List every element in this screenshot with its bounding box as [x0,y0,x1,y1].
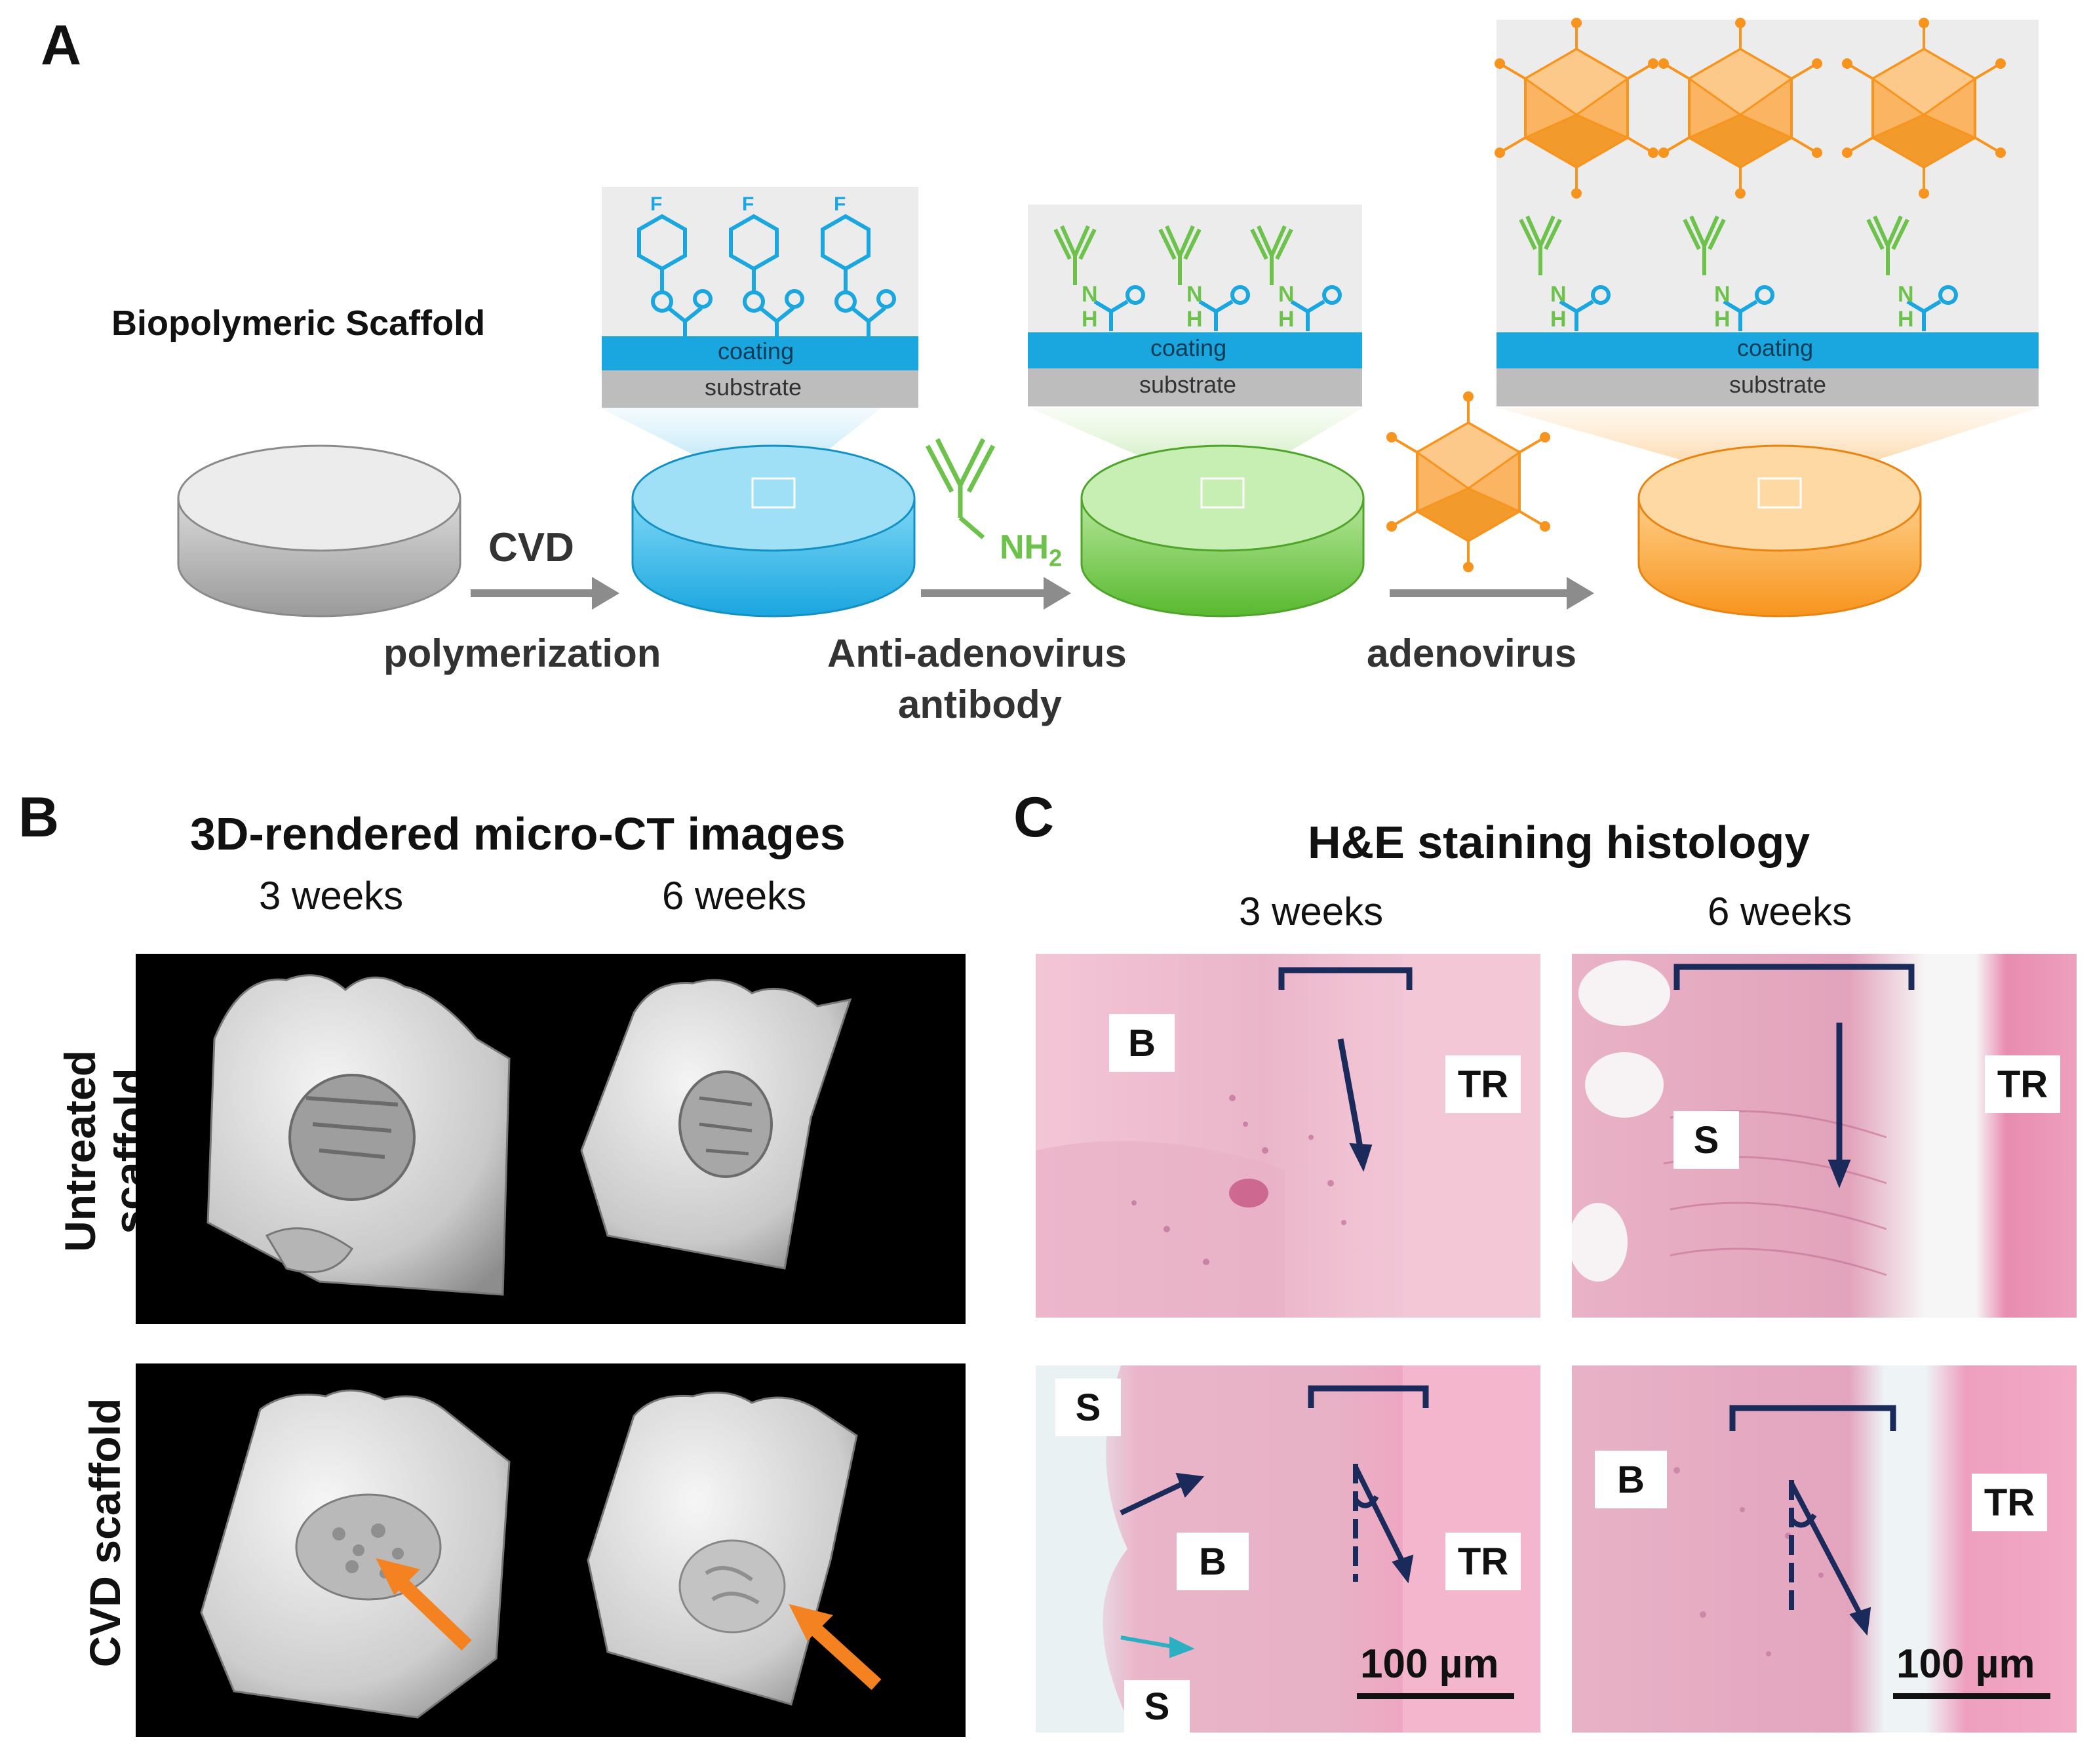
bracket-3wk-top [1278,967,1413,990]
label-s-3wk-bottom-top: S [1055,1379,1121,1436]
histology-image-3wk-bottom: S B TR S 100 µm [1036,1365,1540,1733]
bracket-6wk-top [1673,964,1915,990]
arrow-step1 [471,577,619,610]
panel-b-col1: 3 weeks [259,874,404,918]
scaffold-title: Biopolymeric Scaffold [111,304,486,343]
step2-antibody-label-line1: Anti-adenovirus [827,631,1127,675]
antibody-molecules-box3 [1519,215,1909,275]
coating-label-1: coating [718,338,794,364]
label-tr-6wk-top: TR [1985,1055,2060,1113]
zoom-box-blue [602,187,918,408]
bracket-6wk-bottom [1729,1405,1896,1431]
label-s-3wk-bottom-bottom: S [1124,1680,1190,1733]
arrow-3wk-top [1337,1038,1373,1172]
panel-c-col1: 3 weeks [1239,890,1384,933]
histology-image-3wk-top: B TR [1036,954,1540,1318]
arrow-step3 [1390,577,1594,610]
amine-h-1: H [1082,307,1098,332]
amine-n-5: N [1714,282,1731,307]
nh2-subscript: 2 [1049,544,1063,572]
fluorine-label-1: F [650,193,663,215]
nh2-text: NH [1000,528,1049,566]
amide-links-box3 [1559,285,1958,331]
green-disk [1080,444,1365,617]
amine-h-4: H [1550,307,1567,332]
amide-links-box2 [1093,285,1342,331]
histology-image-6wk-bottom: B TR 100 µm [1572,1365,2077,1733]
adenovirus-reagent [1386,391,1550,572]
jaw-render-6wk-untreated [580,979,852,1270]
panel-a-schematic [177,18,2039,617]
scale-bar-label-3wk: 100 µm [1360,1641,1499,1687]
step2-antibody-label-line2: antibody [898,682,1062,726]
amine-n-4: N [1550,282,1567,307]
step1-cvd-label: CVD [488,525,574,570]
label-tr-3wk-bottom: TR [1445,1533,1521,1590]
amine-n-3: N [1278,282,1295,307]
amine-n-2: N [1186,282,1203,307]
amine-n-1: N [1082,282,1098,307]
antibody-molecules-box2 [1053,225,1293,285]
panel-b-letter: B [18,786,60,849]
panel-b-col2: 6 weeks [662,874,807,918]
label-s-6wk-top: S [1673,1111,1739,1169]
coating-label-2: coating [1150,334,1227,361]
panel-c-title: H&E staining histology [1308,817,1810,868]
bracket-3wk-bottom [1308,1385,1429,1408]
label-tr-3wk-top: TR [1445,1055,1521,1113]
microct-image-row1 [136,954,966,1324]
step3-adenovirus-label: adenovirus [1367,631,1577,675]
orange-arrow-6wk [789,1604,882,1691]
amine-h-3: H [1278,307,1295,332]
substrate-label-1: substrate [705,374,802,401]
orange-arrow-3wk [376,1558,472,1651]
coating-label-3: coating [1737,334,1814,361]
scale-bar-label-6wk: 100 µm [1896,1641,2035,1687]
microct-render-row1 [206,974,852,1296]
panel-c-col2: 6 weeks [1708,890,1852,933]
histology-texture-1 [1036,954,1540,1318]
angle-arrow-3wk-bottom [1353,1464,1414,1584]
jaw-render-3wk-untreated [206,974,511,1296]
gray-disk [177,444,461,617]
jaw-render-3wk-cvd [200,1389,511,1719]
panel-a-letter: A [41,14,82,77]
arrow-3wk-bottom-b [1120,1636,1195,1658]
pfp-ester-molecules [637,214,896,338]
nh2-label: NH2 [1000,528,1062,572]
histology-texture-2 [1572,960,1915,1282]
angle-arrow-6wk-bottom [1789,1480,1871,1636]
scale-bar-3wk-bottom [1357,1693,1514,1699]
antibody-reagent [925,438,996,539]
microct-image-row2 [136,1363,966,1737]
blue-disk [631,444,916,617]
amine-h-6: H [1898,307,1914,332]
step1-polymerization-label: polymerization [383,631,661,675]
label-tr-6wk-bottom: TR [1972,1474,2047,1531]
amine-h-5: H [1714,307,1731,332]
fluorine-label-2: F [742,193,754,215]
orange-disk [1637,444,1922,617]
amine-n-6: N [1898,282,1914,307]
histology-texture-4 [1673,1405,2050,1699]
substrate-label-3: substrate [1729,371,1827,398]
arrow-6wk-top [1828,1023,1851,1188]
amine-h-2: H [1186,307,1203,332]
arrow-3wk-bottom-a [1120,1472,1205,1516]
arrow-step2 [921,577,1071,610]
label-b-3wk-top: B [1109,1014,1175,1072]
fluorine-label-3: F [834,193,846,215]
scale-bar-6wk-bottom [1893,1693,2050,1699]
label-b-3wk-bottom: B [1177,1533,1249,1590]
panel-b-title: 3D-rendered micro-CT images [190,808,846,859]
microct-render-row2 [200,1389,882,1719]
jaw-render-6wk-cvd [587,1391,858,1706]
histology-image-6wk-top: S TR [1572,954,2077,1318]
label-b-6wk-bottom: B [1595,1451,1667,1508]
panel-b-row2-label: CVD scaffold [81,1398,129,1668]
adenovirus-particles-box3 [1495,18,2006,199]
substrate-label-2: substrate [1139,371,1237,398]
panel-c-letter: C [1013,786,1055,849]
